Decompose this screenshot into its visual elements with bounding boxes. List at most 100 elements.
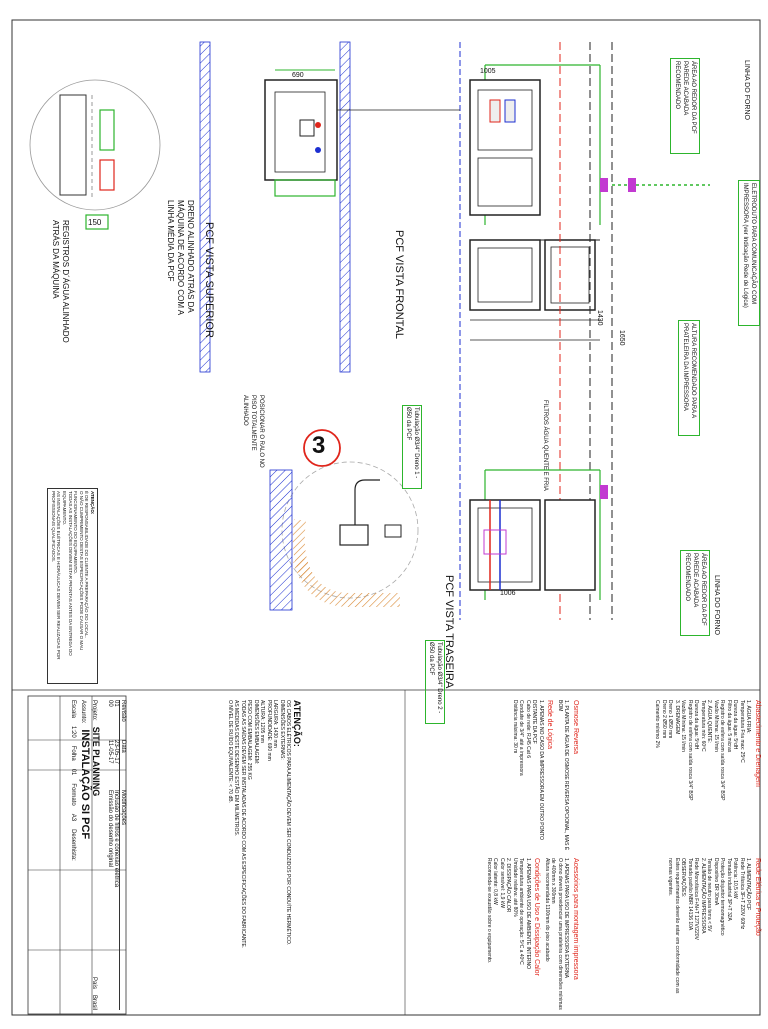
note-line: Altura recomendada 1100mm do piso acabad… — [543, 858, 550, 962]
revision-rev: 00 — [107, 700, 113, 707]
title-block-text: Revisão Data Modificações 01 23-05-17 In… — [28, 700, 126, 1010]
note-line: Rede Monofásica F+N+T 127V/220V — [693, 858, 700, 940]
revision-row: 00 11-05-17 Emissão do desenho original — [107, 700, 113, 1010]
note-line: 2. ÁGUA QUENTE: — [706, 700, 713, 744]
revision-header: Revisão Data Modificações — [119, 700, 126, 1010]
title-format-label: Formato — [70, 783, 76, 806]
dim-top-depth: 690 — [292, 72, 304, 79]
title-country-label: País — [91, 976, 97, 989]
callout-registers: REGISTROS D´ÁGUA ALINHADO ATRÁS DA MÁQUI… — [51, 220, 70, 343]
title-meta-row: Escala 1:20 Folha 01 Formato A3 Desenhis… — [70, 700, 76, 1010]
callout-filters: FILTROS ÁGUA QUENTE E FRIA — [542, 400, 548, 491]
view-label-top: PCF VISTA SUPERIOR — [203, 222, 215, 338]
note-line: Dureza da água: 5ºdH — [693, 700, 700, 750]
note-line: Registro de esfera com saída rosca 3/4" … — [719, 700, 726, 801]
callout-printer-height: ALTURA RECOMENDADO PARA A PRATELEIRA DA … — [678, 320, 700, 436]
callout-conduit: ELETRODUTO PARA COMUNICAÇÃO COM IMPRESSO… — [738, 180, 760, 326]
section-eletrica: Rede Elétrica e Proteção 1. ALIMENTAÇÃO … — [584, 858, 762, 1010]
note-line: Dreno 2 Ø50 mm — [661, 700, 667, 739]
side-note-title: ATENÇÃO: — [90, 491, 95, 515]
revision-rev: 01 — [113, 700, 119, 707]
note-line: OBSERVAÇÕES: — [680, 858, 687, 898]
note-line: Distância máxima: 30 m — [511, 700, 518, 754]
title-subject: INSTALAÇÃO SI PCF — [79, 729, 91, 840]
section-reversa: Osmose Reversa 1. PLANTA DE ÁGUA DE OSMO… — [415, 700, 579, 852]
view-label-front: PCF VISTA FRONTAL — [393, 230, 405, 339]
dim-front-width: 1430 — [596, 310, 603, 326]
section-reversa-body: 1. PLANTA DE ÁGUA DE OSMOSE REVERSA OPCI… — [556, 700, 570, 852]
front-view — [469, 42, 710, 620]
section-acessorios: Acessórios para montagem impressora 1. A… — [415, 858, 579, 1010]
dim-front-total: 1650 — [618, 330, 625, 346]
revision-desc: Inclusão de filtros e conexão elétrica — [113, 790, 119, 888]
rear-view — [469, 469, 608, 600]
drain-detail — [269, 429, 419, 611]
section-condicoes-title: Condições de Uso e Dissipação Calor — [533, 858, 541, 976]
register-detail — [29, 79, 161, 230]
revision-date: 23-05-17 — [113, 740, 119, 765]
section-logica-title: Rede de Lógica — [546, 700, 554, 750]
section-acessorios-title: Acessórios para montagem impressora — [571, 858, 579, 980]
title-block — [27, 695, 127, 1015]
note-line: Temperatura mín: 60ºC — [700, 700, 706, 752]
wall-left — [199, 41, 211, 373]
note-line: TODAS AS INSTALAÇÕES DEVEM ESTAR PRONTAS… — [62, 491, 73, 656]
wall-middle — [339, 41, 351, 373]
note-line: Estes requerimentos deverão estar em con… — [667, 858, 681, 994]
note-line: Recomenda-se exaustão sobre o equipament… — [485, 858, 492, 964]
note-line: É DE RESPONSABILIDADE DO CLIENTE A PREPA… — [84, 491, 90, 638]
title-scale-label: Escala — [70, 700, 76, 719]
note-line: Cabo de rede: RJ45 Cat 6 — [524, 700, 531, 759]
note-line: 2. DISSIPAÇÃO CALOR — [505, 858, 512, 913]
note-line: O dono deverá providenciar uma prateleir… — [550, 858, 563, 1010]
sheet-border — [11, 19, 761, 1016]
section-atencao-body: OS CABOS ELÉTRICOS PARA ALIMENTAÇÃO DEVE… — [227, 700, 292, 1010]
section-atencao: ATENÇÃO: OS CABOS ELÉTRICOS PARA ALIMENT… — [227, 700, 302, 1010]
note-line: AS INSTALAÇÕES ELÉTRICAS E HIDRÁULICAS D… — [50, 491, 62, 660]
note-line: 3. DRENAGEM — [674, 700, 680, 735]
note-line: Rede Trifásica 3F+T 220V 60Hz — [739, 858, 745, 930]
callout-oven-line-bottom: LINHA DO FORNO — [713, 575, 720, 635]
callout-oven-line-top: LINHA DO FORNO — [743, 60, 750, 120]
callout-wall-front: ÁREA AO REDOR DA PCF PAREDE ACABADA RECO… — [670, 58, 700, 154]
note-line: Caimento mínimo 2% — [654, 700, 661, 748]
note-line: Umidade relativa: até 80% — [511, 858, 518, 917]
dim-register-gap: 150 — [88, 218, 102, 227]
note-line: Conduite de 3/4" até a impressora — [518, 700, 525, 776]
note-line: O NÍVEL DE RUÍDO EQUIVALENTE: < 70 dB. — [227, 700, 233, 803]
detail-number-circle — [303, 429, 341, 467]
title-format: A3 — [70, 813, 76, 822]
note-line: Calor sensível: 1,9 kW — [498, 858, 505, 909]
note-line: Temperatura ambiente de operação: 5ºC a … — [518, 858, 525, 965]
section-eletrica-title: Rede Elétrica e Proteção — [754, 858, 761, 936]
section-abastecimento: Abastecimento e Drenagem 1. ÁGUA FRIA:Te… — [584, 700, 762, 852]
title-sheet-label: Folha — [70, 745, 76, 761]
note-line: DIMENSÕES EMBALAGEM: — [253, 700, 259, 765]
callout-wall-rear: ÁREA AO REDOR DA PCF PAREDE ACABADA RECO… — [680, 550, 710, 636]
title-subject-label: Assunto: — [80, 700, 86, 724]
register-dimension-box — [85, 214, 109, 230]
revision-date: 11-05-17 — [107, 740, 113, 764]
title-project-row: Projeto: SITE PLANNING País Brasil — [91, 700, 101, 1010]
title-country: Brasil — [91, 994, 97, 1010]
section-acessorios-body: 1. APENAS PARA USO DE IMPRESSORA EXTERNA… — [543, 858, 570, 1010]
title-designer-label: Desenhista: — [70, 829, 76, 861]
section-reversa-title: Osmose Reversa — [571, 700, 579, 755]
note-line: 2. ALIMENTAÇÃO IMPRESSORA — [700, 858, 706, 934]
note-line: Dureza da água: 5ºdH — [732, 700, 739, 750]
title-project: SITE PLANNING — [91, 726, 101, 797]
callout-drain: DRENO ALINHADO ATRÁS DA MÁQUINA DE ACORD… — [166, 200, 195, 315]
note-line: Calor latente: 0,8 kW — [492, 858, 499, 905]
note-line: PESO COM EMBALAGEM: 255 KG — [246, 700, 253, 780]
note-line: Dreno 1 Ø50 mm — [667, 700, 674, 739]
side-note: ATENÇÃO: É DE RESPONSABILIDADE DO CLIENT… — [47, 488, 98, 684]
note-line: Potência: 10,5 kW — [732, 858, 739, 899]
note-line: Tomada industrial 3P+T 32A — [726, 858, 732, 921]
title-sheet: 01 — [70, 768, 76, 776]
dim-rear-width: 1006 — [500, 590, 516, 597]
note-line: 1. APENAS PARA USO DE AMBIENTE INTERNO — [524, 858, 531, 970]
callout-hot-water: Tubulação Ø3/4" Dreno 1 - Ø50 da PCF — [402, 405, 422, 489]
